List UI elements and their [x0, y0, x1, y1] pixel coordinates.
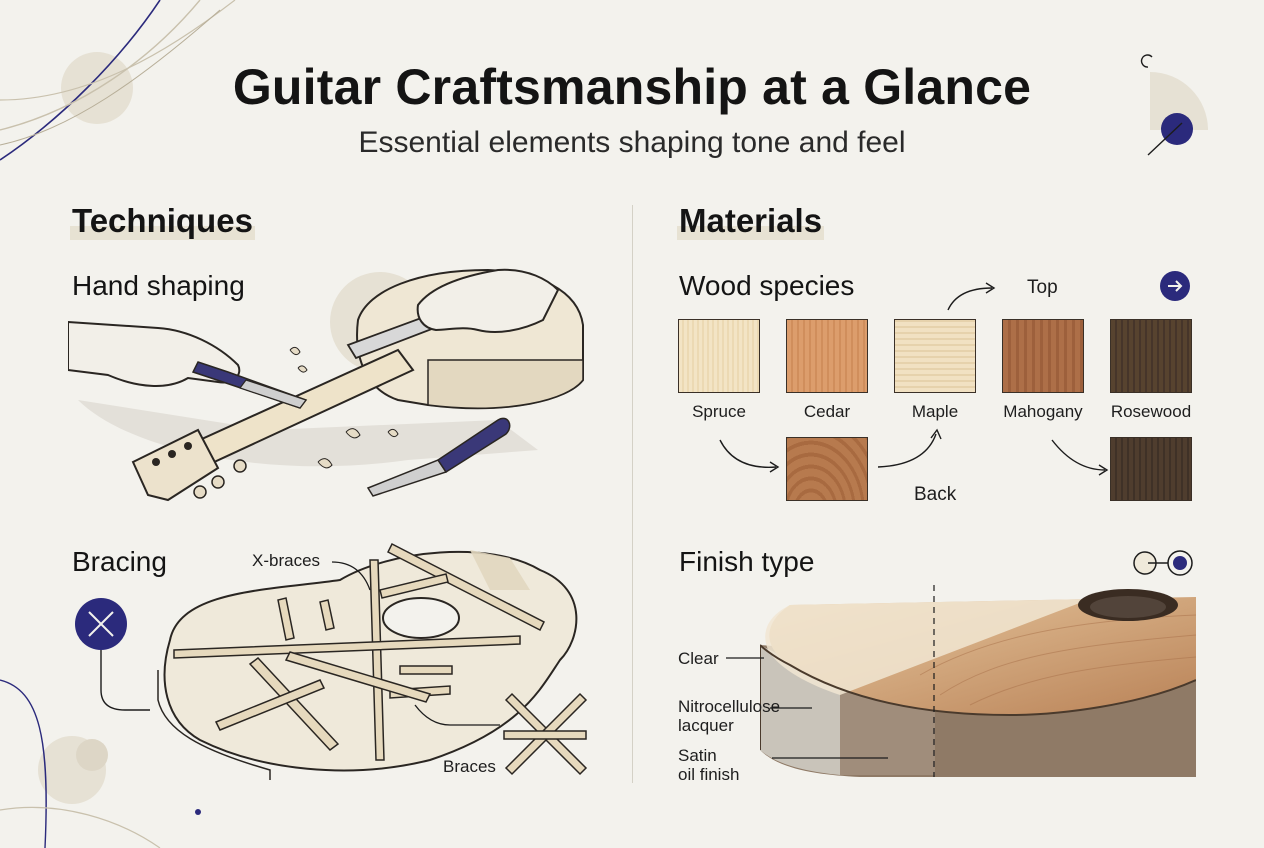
clear-label: Clear	[678, 649, 719, 668]
bracing-heading: Bracing	[72, 546, 167, 577]
back-rosewood-swatch	[1110, 437, 1192, 501]
wood-label-spruce: Spruce	[692, 402, 746, 421]
wood-connector-arrows	[719, 282, 1109, 476]
nitro-label-line1: Nitrocellulose	[678, 697, 781, 716]
satin-label-line1: Satin	[678, 746, 717, 765]
hand-shaping-heading: Hand shaping	[72, 270, 245, 301]
wood-label-mahogany: Mahogany	[1003, 402, 1083, 421]
wood-label-maple: Maple	[911, 402, 959, 421]
finish-type-heading: Finish type	[679, 546, 815, 577]
cedar-swatch	[786, 319, 868, 393]
decor-top-right	[1140, 54, 1208, 156]
techniques-heading: Techniques	[70, 202, 255, 240]
maple-swatch	[894, 319, 976, 393]
page-subtitle: Essential elements shaping tone and feel	[358, 126, 906, 159]
nitro-label-line2: lacquer	[678, 716, 734, 735]
decor-top-left	[0, 0, 236, 161]
bracing-illustration	[75, 542, 588, 780]
finish-illustration	[760, 585, 1196, 777]
spruce-swatch	[678, 319, 760, 393]
top-label: Top	[1027, 277, 1058, 298]
braces-label: Braces	[443, 757, 496, 776]
rosewood-swatch	[1110, 319, 1192, 393]
hand-shaping-illustration	[68, 268, 584, 502]
x-braces-label: X-braces	[252, 551, 321, 570]
wood-label-cedar: Cedar	[803, 402, 851, 421]
decor-bottom-left	[0, 679, 201, 848]
back-mahogany-swatch	[786, 437, 868, 501]
toggle-icon	[1133, 550, 1193, 576]
arrow-right-icon	[1160, 271, 1190, 301]
satin-label-line2: oil finish	[678, 765, 740, 784]
page-title: Guitar Craftsmanship at a Glance	[232, 59, 1032, 115]
wood-label-rosewood: Rosewood	[1110, 402, 1192, 421]
mahogany-swatch	[1002, 319, 1084, 393]
materials-heading: Materials	[677, 202, 825, 240]
column-divider	[632, 205, 633, 783]
wood-species-heading: Wood species	[679, 270, 855, 301]
finish-callout-lines	[726, 657, 888, 759]
back-label: Back	[914, 484, 957, 505]
